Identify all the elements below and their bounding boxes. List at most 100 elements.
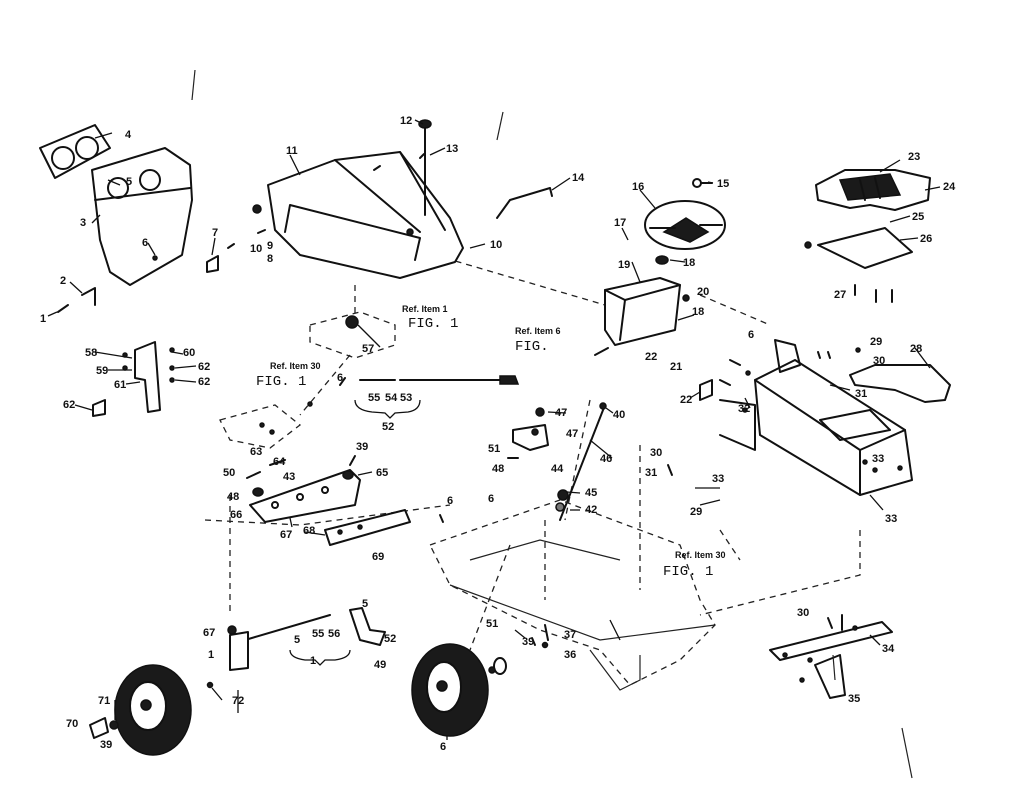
rod-14[interactable] [496,187,553,219]
bar-64[interactable] [324,509,411,546]
callout-64: 68 [303,525,315,537]
seat-24[interactable] [815,169,931,211]
stray-marks [191,69,913,779]
callout-55-b: 60 [183,347,195,359]
callout-48-d: 52 [384,633,396,645]
callout-54: 58 [85,347,97,359]
brace-49 [354,399,421,419]
cap-15 [692,178,713,188]
bracket-36[interactable] [814,654,846,699]
callout-66: 70 [66,718,78,730]
cable-50[interactable] [359,375,520,385]
rear-wheel-72[interactable] [411,643,489,737]
callout-26: 25 [912,211,924,223]
decal-23 [699,379,713,401]
callout-49: 52 [382,421,394,433]
callout-6-a: 6 [142,237,148,249]
callout-63: 67 [280,529,292,541]
tie-rod-70[interactable] [227,614,331,671]
bracket-60[interactable] [219,404,302,449]
callout-15: 15 [717,178,729,190]
gauge-bezel-4[interactable] [39,124,111,179]
callout-58: 62 [198,361,210,373]
ref-item-6-label: Ref. Item 6 [515,326,561,336]
callout-40: 40 [613,409,625,421]
axle-bar-35[interactable] [769,621,893,661]
callout-10-b: 10 [490,239,502,251]
ref-item-6-fig: FIG. [515,339,549,355]
bracket-56[interactable] [122,341,175,413]
callout-23: 22 [680,394,692,406]
callout-45: 47 [555,407,567,419]
callout-62-c: 67 [203,627,215,639]
callout-1-b: 6 [337,372,343,384]
callout-57: 62 [63,399,75,411]
cap-12[interactable] [418,119,432,216]
callout-43-a: 43 [283,471,295,483]
front-wheel[interactable] [114,664,192,756]
callout-7: 7 [212,227,218,239]
callouts: 4 5 3 6 7 2 1 11 12 13 10 9 8 10 14 16 1… [40,115,956,753]
callout-33-c: 33 [712,473,724,485]
callout-72: 6 [440,741,446,753]
ref-item-1-fig: FIG. 1 [408,316,458,332]
callout-67-a: 72 [232,695,244,707]
steering-wheel-16[interactable] [644,200,726,250]
callout-52-a: 55 [368,392,380,404]
callout-11: 11 [286,145,298,157]
callout-59: 62 [198,376,210,388]
callout-68: 1 [208,649,214,661]
callout-18-a: 18 [683,257,695,269]
callout-39-a: 39 [356,441,368,453]
callout-16: 16 [632,181,644,193]
callout-30-a: 29 [870,336,882,348]
callout-33-a: 32 [738,403,750,415]
ref-item-30-b-fig: FIG. 1 [663,564,713,580]
callout-41: 42 [585,504,597,516]
callout-43-b: 44 [551,463,564,475]
callout-4: 4 [125,129,132,141]
reference-labels: Ref. Item 1 FIG. 1 Ref. Item 30 FIG. 1 R… [256,304,726,580]
callout-19: 19 [618,259,630,271]
axle-support-63[interactable] [249,469,361,523]
battery-53[interactable] [309,311,396,359]
body-34[interactable] [719,339,913,496]
fender-29[interactable] [849,364,951,403]
seat-plate-27[interactable] [804,227,913,269]
leaders [47,119,941,740]
console-19[interactable] [604,277,690,346]
callout-22: 22 [645,351,657,363]
pedal-46[interactable] [512,407,549,451]
callout-52-b: 56 [328,628,340,640]
brace-69 [289,649,351,666]
callout-30-c: 30 [797,607,809,619]
dash-panel-3[interactable] [91,147,193,286]
callout-18-b: 18 [692,306,704,318]
callout-62-a: 65 [376,467,388,479]
callout-33-b: 33 [872,453,884,465]
callout-31-b: 31 [645,467,657,479]
nut-18 [655,255,669,265]
bell-crank-71[interactable] [349,607,386,646]
bolt-9 [252,204,266,234]
callout-62-b: 66 [230,509,242,521]
callout-47-b: 48 [492,463,504,475]
callout-30-b: 30 [650,447,662,459]
hood-11[interactable] [267,151,464,279]
clip-7[interactable] [206,255,219,273]
callout-65: 69 [372,551,384,563]
callout-28: 27 [834,289,846,301]
callout-24: 23 [908,151,920,163]
callout-1-c: 6 [447,495,453,507]
callout-39-b: 39 [522,636,534,648]
callout-25: 24 [943,181,956,193]
callout-55-a: 59 [96,365,108,377]
screw-1 [57,304,69,313]
bracket-2[interactable] [81,287,96,306]
pad-57 [92,399,106,417]
callout-42: 45 [585,487,597,499]
gear-42[interactable] [555,489,569,512]
steering-shaft-44[interactable] [559,402,607,521]
frame[interactable] [429,499,716,691]
